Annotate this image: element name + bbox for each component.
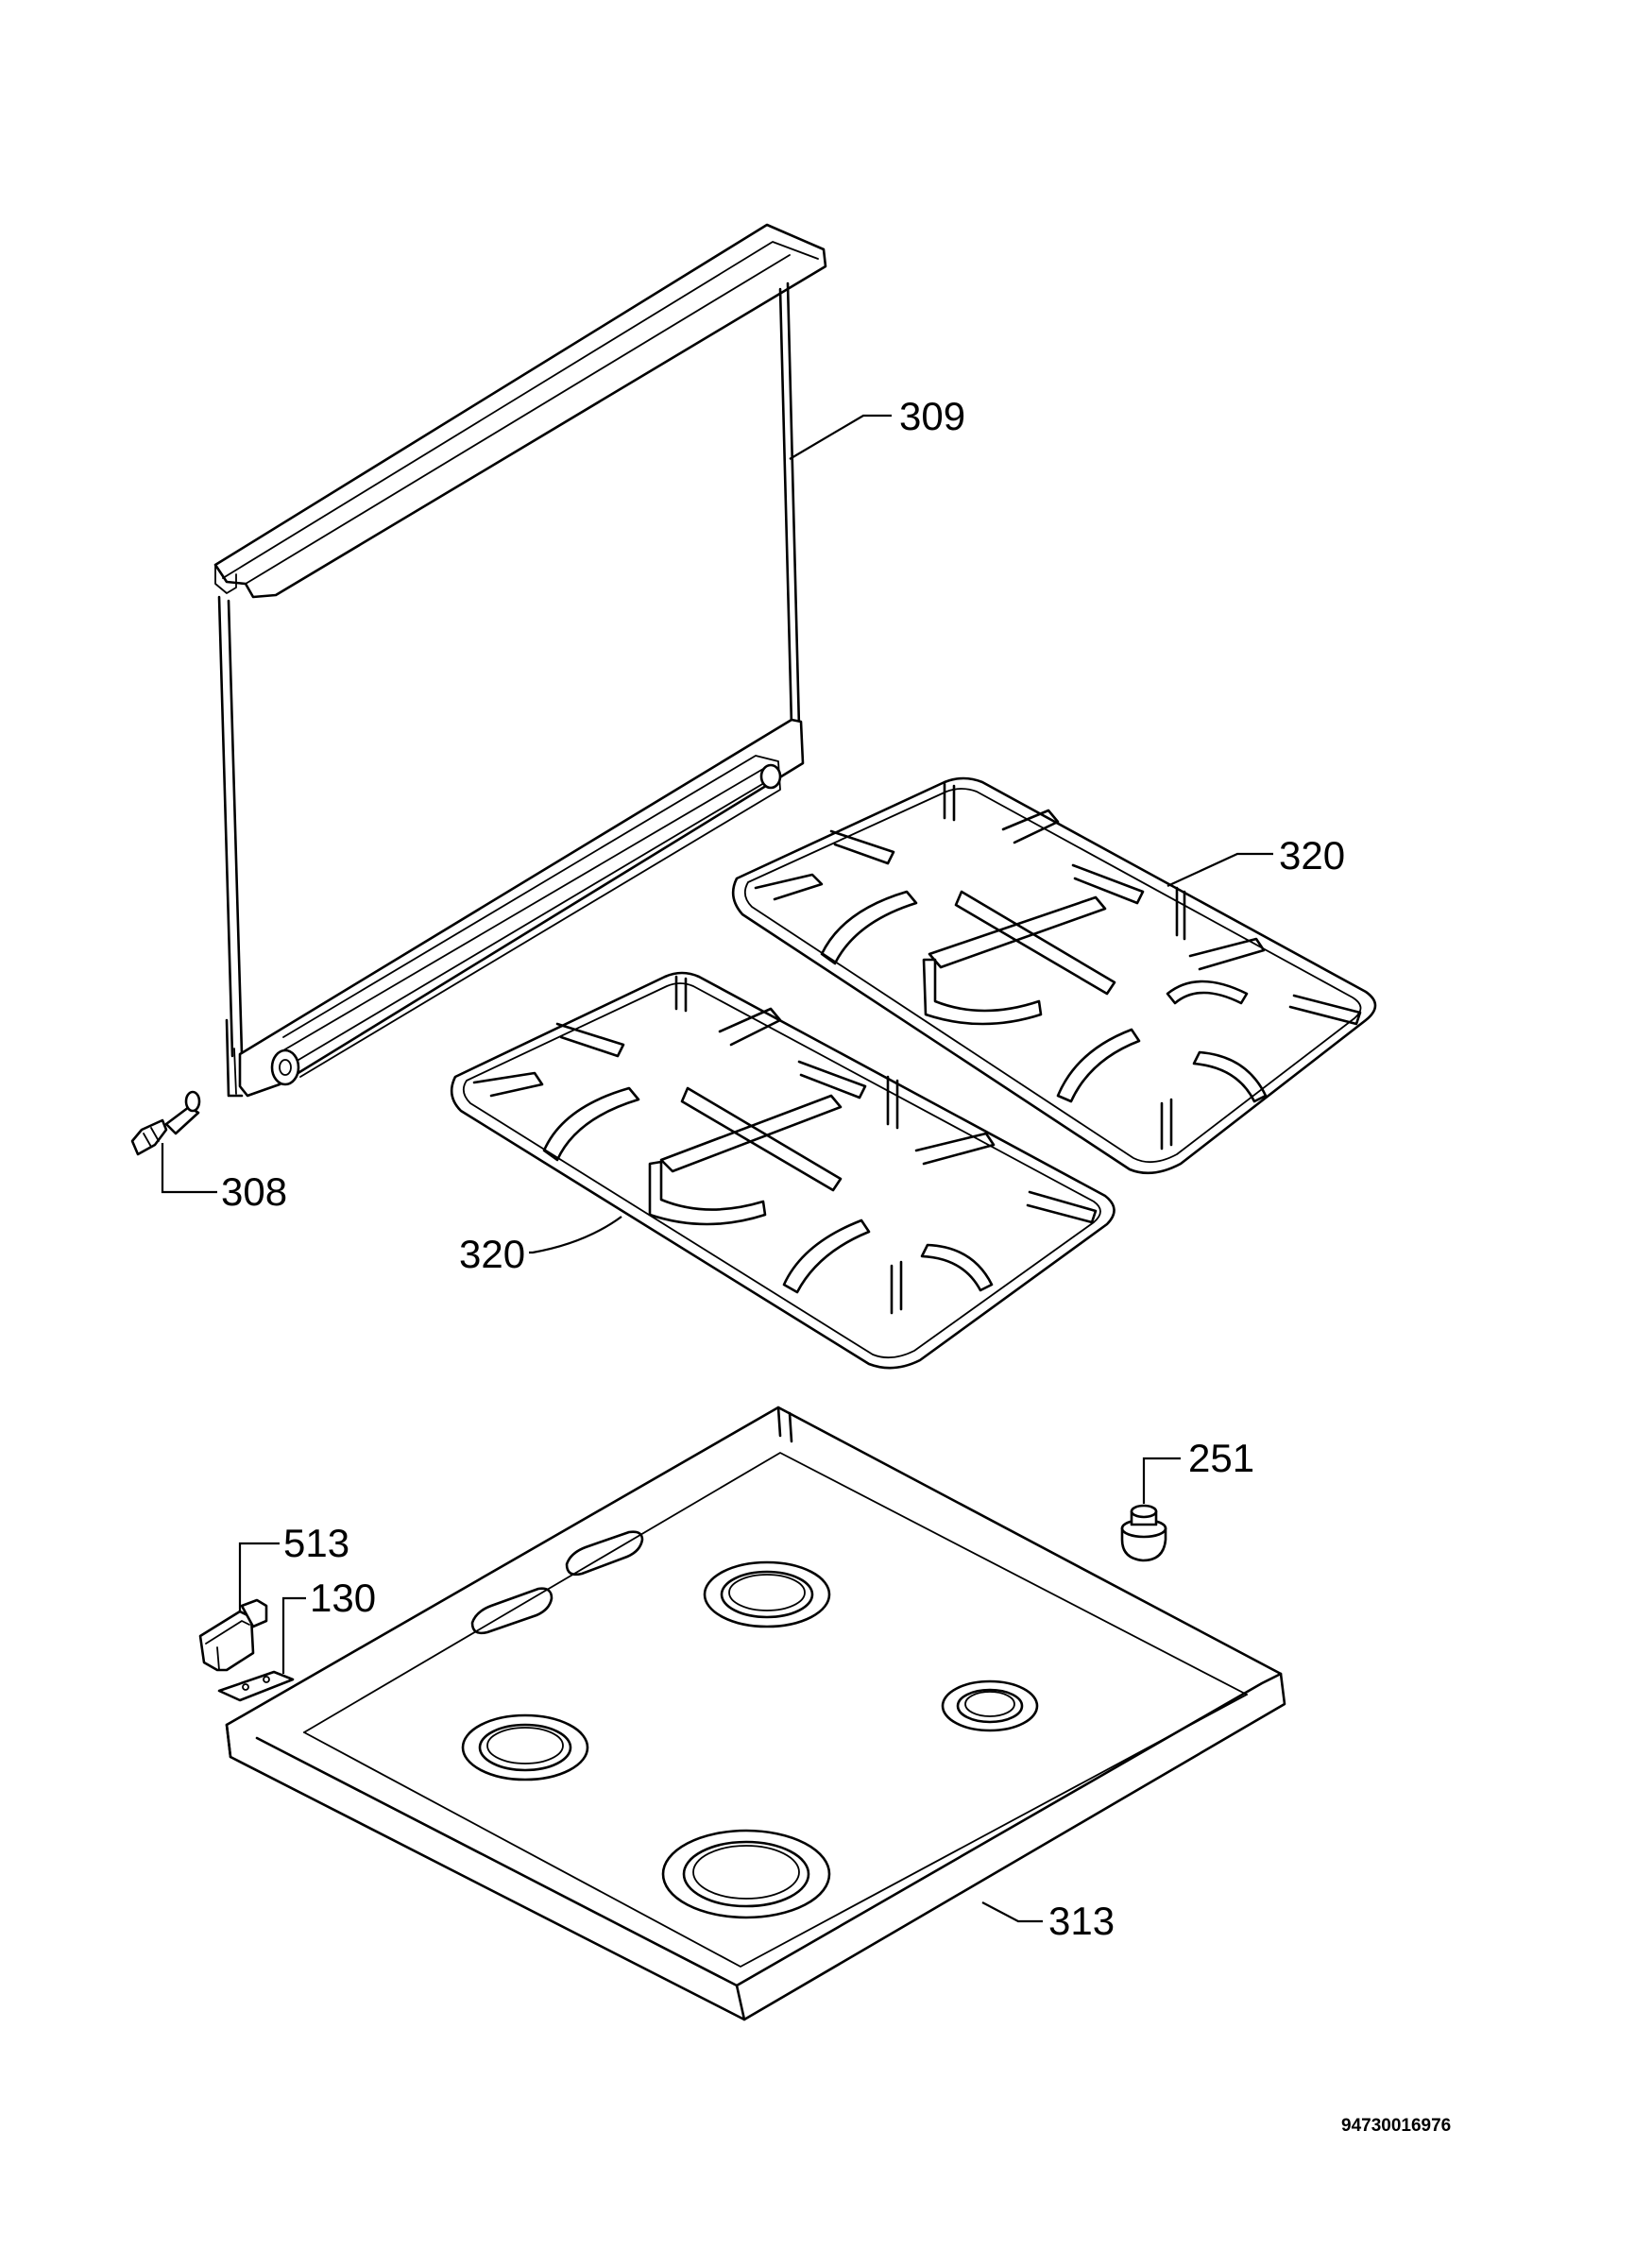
fixing-plate-130[interactable] bbox=[217, 1670, 295, 1702]
label-130: 130 bbox=[310, 1576, 376, 1620]
label-251: 251 bbox=[1188, 1436, 1254, 1480]
hob-top-panel-313[interactable] bbox=[225, 1406, 1286, 2021]
label-309: 309 bbox=[899, 394, 965, 438]
label-513: 513 bbox=[283, 1521, 349, 1565]
pan-support-320-left[interactable] bbox=[450, 971, 1116, 1370]
rubber-foot-251[interactable] bbox=[1120, 1504, 1167, 1562]
burner-right bbox=[941, 1679, 1039, 1732]
leader-513 bbox=[238, 1542, 280, 1611]
hinge-pin-308[interactable] bbox=[130, 1090, 201, 1156]
glass-lid-309[interactable] bbox=[213, 223, 827, 1098]
hinge-bracket-513[interactable] bbox=[198, 1598, 268, 1672]
leader-313 bbox=[981, 1901, 1043, 1923]
label-313: 313 bbox=[1048, 1899, 1115, 1943]
burner-rear bbox=[703, 1560, 831, 1628]
leader-130 bbox=[281, 1596, 306, 1674]
leader-308 bbox=[161, 1143, 217, 1194]
label-320-left: 320 bbox=[459, 1232, 525, 1276]
burner-front bbox=[661, 1829, 831, 1919]
leader-320-left bbox=[529, 1216, 622, 1254]
pan-support-320-right[interactable] bbox=[731, 776, 1377, 1175]
document-number: 94730016976 bbox=[1341, 2116, 1451, 2136]
burner-left bbox=[461, 1713, 589, 1781]
leader-320-right bbox=[1167, 852, 1273, 887]
leader-309 bbox=[789, 414, 892, 460]
leader-251 bbox=[1142, 1457, 1181, 1504]
label-320-right: 320 bbox=[1279, 833, 1345, 878]
label-308: 308 bbox=[221, 1169, 287, 1214]
